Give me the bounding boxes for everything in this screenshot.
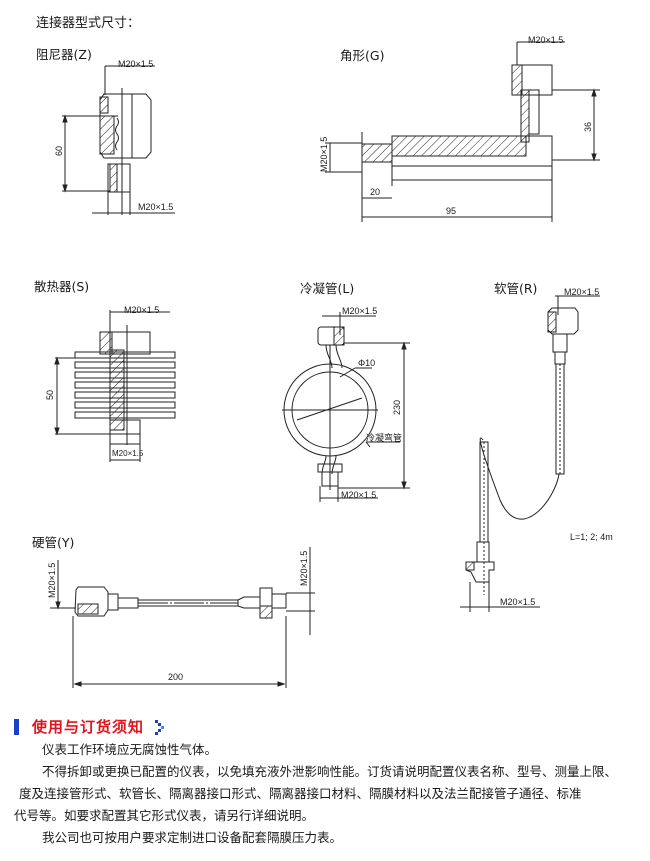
rigid-pipe-thread-right: M20×1.5 xyxy=(299,551,309,586)
notice-paragraph-2-end: 代号等。如要求配置其它形式仪表，请另行详细说明。 xyxy=(14,808,315,823)
hose-thread-top: M20×1.5 xyxy=(564,287,599,297)
condenser-title: 冷凝管(L) xyxy=(300,281,355,296)
notice-paragraph-2-cont: 度及连接管形式、软管长、隔离器接口形式、隔离器接口材料、隔膜材料以及法兰配接管子… xyxy=(19,786,582,801)
rigid-pipe-length: 200 xyxy=(168,672,183,682)
hose-title: 软管(R) xyxy=(494,281,538,296)
condenser-thread-bottom: M20×1.5 xyxy=(341,490,376,500)
angle-total-length: 95 xyxy=(446,206,456,216)
hose-length-note: L=1; 2; 4m xyxy=(570,532,613,542)
damper-thread-top: M20×1.5 xyxy=(118,59,153,69)
condenser-drawing xyxy=(282,312,410,502)
condenser-thread-top: M20×1.5 xyxy=(342,306,377,316)
hose-thread-bottom: M20×1.5 xyxy=(500,597,535,607)
notice-paragraph-2: 不得拆卸或更换已配置的仪表，以免填充液外泄影响性能。订货请说明配置仪表名称、型号… xyxy=(42,764,618,779)
angle-stub-length: 20 xyxy=(370,187,380,197)
radiator-height: 50 xyxy=(45,390,55,400)
damper-thread-bottom: M20×1.5 xyxy=(138,202,173,212)
rigid-pipe-title: 硬管(Y) xyxy=(32,535,75,550)
radiator-title: 散热器(S) xyxy=(34,279,90,294)
rigid-pipe-drawing xyxy=(50,547,315,688)
chevron-right-icon xyxy=(155,720,164,735)
radiator-thread-top: M20×1.5 xyxy=(124,305,159,315)
angle-height: 36 xyxy=(583,122,593,132)
angle-thread-side: M20×1.5 xyxy=(319,137,329,172)
radiator-drawing xyxy=(54,310,176,462)
angle-thread-top: M20×1.5 xyxy=(528,35,563,45)
damper-drawing xyxy=(62,65,175,215)
rigid-pipe-thread-left: M20×1.5 xyxy=(47,563,57,598)
damper-height: 60 xyxy=(54,146,64,156)
condenser-height: 230 xyxy=(392,400,402,415)
radiator-thread-bottom: M20×1.5 xyxy=(112,449,144,458)
angle-title: 角形(G) xyxy=(340,48,385,63)
page-title: 连接器型式尺寸： xyxy=(36,16,141,31)
notice-paragraph-3: 我公司也可按用户要求定制进口设备配套隔膜压力表。 xyxy=(42,830,343,845)
condenser-coil-label: 冷凝弯管 xyxy=(366,432,402,443)
condenser-diameter: Φ10 xyxy=(358,358,375,368)
hose-drawing xyxy=(460,295,600,612)
section-marker-bar xyxy=(14,719,19,735)
notice-title: 使用与订货须知 xyxy=(32,718,145,736)
angle-drawing xyxy=(325,41,600,222)
notice-paragraph-1: 仪表工作环境应无腐蚀性气体。 xyxy=(42,742,218,757)
damper-title: 阻尼器(Z) xyxy=(36,47,92,62)
